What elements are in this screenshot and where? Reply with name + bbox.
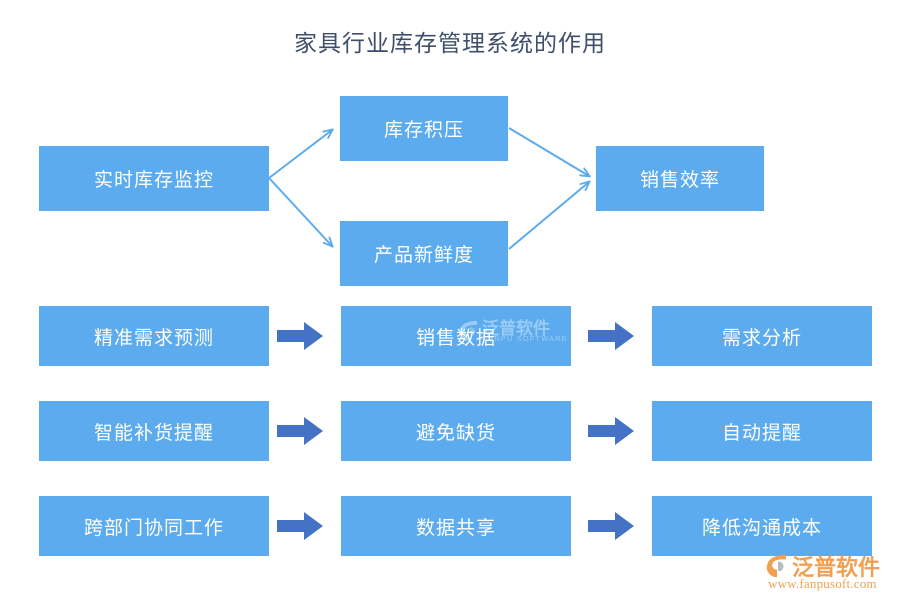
edge-overstock-to-sales	[508, 127, 591, 178]
node-data-sharing[interactable]: 数据共享	[341, 496, 571, 556]
edge-freshness-to-sales	[508, 180, 591, 250]
block-arrow-row3-col1-to-col2	[277, 512, 323, 540]
block-arrow-row1-col2-to-col3	[588, 322, 634, 350]
node-smart-replenishment-reminder[interactable]: 智能补货提醒	[39, 401, 269, 461]
node-avoid-stockout[interactable]: 避免缺货	[341, 401, 571, 461]
node-accurate-demand-forecast[interactable]: 精准需求预测	[39, 306, 269, 366]
fanpu-swoosh-icon	[766, 554, 786, 578]
block-arrow-row3-col2-to-col3	[588, 512, 634, 540]
brand-logo: 泛普软件 www.fanpusoft.com	[762, 550, 896, 596]
node-inventory-overstock[interactable]: 库存积压	[340, 96, 508, 161]
node-reduce-communication-cost[interactable]: 降低沟通成本	[652, 496, 872, 556]
edge-monitor-to-overstock	[268, 128, 334, 179]
edge-monitor-to-freshness	[268, 177, 334, 248]
brand-name: 泛普软件	[792, 555, 881, 580]
block-arrow-row1-col1-to-col2	[277, 322, 323, 350]
node-cross-department-collaboration[interactable]: 跨部门协同工作	[39, 496, 269, 556]
node-automatic-reminder[interactable]: 自动提醒	[652, 401, 872, 461]
page-title: 家具行业库存管理系统的作用	[294, 31, 606, 56]
node-product-freshness[interactable]: 产品新鲜度	[340, 221, 508, 286]
node-sales-data[interactable]: 销售数据	[341, 306, 571, 366]
node-realtime-inventory-monitoring[interactable]: 实时库存监控	[39, 146, 269, 211]
block-arrow-row2-col2-to-col3	[588, 417, 634, 445]
node-sales-efficiency[interactable]: 销售效率	[596, 146, 764, 211]
block-arrow-row2-col1-to-col2	[277, 417, 323, 445]
node-demand-analysis[interactable]: 需求分析	[652, 306, 872, 366]
brand-url: www.fanpusoft.com	[768, 576, 877, 591]
